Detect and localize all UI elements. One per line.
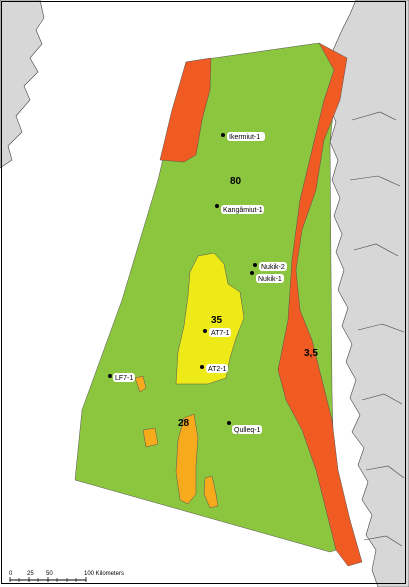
zone-orange-south-small xyxy=(203,475,219,509)
svg-text:Qulleq-1: Qulleq-1 xyxy=(234,427,261,434)
zone-orange-lf7 xyxy=(134,375,147,393)
well-nukik-2: Nukik-2 xyxy=(253,262,287,271)
scale-tick-50: 50 xyxy=(46,571,53,577)
well-kangamiut-1: Kangâmiut-1 xyxy=(215,204,264,214)
zone-label-3-5: 3,5 xyxy=(304,348,318,359)
scale-tick-0: 0 xyxy=(9,571,13,577)
baffin-land xyxy=(0,0,45,169)
svg-text:AT2-1: AT2-1 xyxy=(208,366,227,373)
svg-text:LF7-1: LF7-1 xyxy=(115,375,133,382)
well-nukik-1: Nukik-1 xyxy=(250,271,284,283)
svg-text:AT7-1: AT7-1 xyxy=(211,330,230,337)
svg-text:Ikermiut-1: Ikermiut-1 xyxy=(229,134,260,141)
scale-tick-100: 100 Kilometers xyxy=(84,571,124,577)
fjord-lines xyxy=(349,111,405,547)
well-ikermiut-1: Ikermiut-1 xyxy=(221,132,265,141)
svg-text:Nukik-2: Nukik-2 xyxy=(261,264,285,271)
zone-label-28: 28 xyxy=(178,418,190,429)
scale-tick-25: 25 xyxy=(27,571,34,577)
well-at2-1: AT2-1 xyxy=(200,364,228,373)
zone-red-northwest xyxy=(159,57,212,163)
zone-label-35: 35 xyxy=(211,315,223,326)
zone-28-area xyxy=(175,413,199,505)
svg-text:Nukik-1: Nukik-1 xyxy=(258,276,282,283)
svg-text:Kangâmiut-1: Kangâmiut-1 xyxy=(223,207,263,214)
well-qulleq-1: Qulleq-1 xyxy=(227,421,262,434)
zone-3-5-area xyxy=(277,42,363,567)
well-lf7-1: LF7-1 xyxy=(108,373,135,382)
zone-label-80: 80 xyxy=(230,176,242,187)
scale-bar: 0 25 50 100 Kilometers xyxy=(9,571,124,582)
well-at7-1: AT7-1 xyxy=(203,328,231,337)
zone-orange-west-small xyxy=(142,427,159,448)
